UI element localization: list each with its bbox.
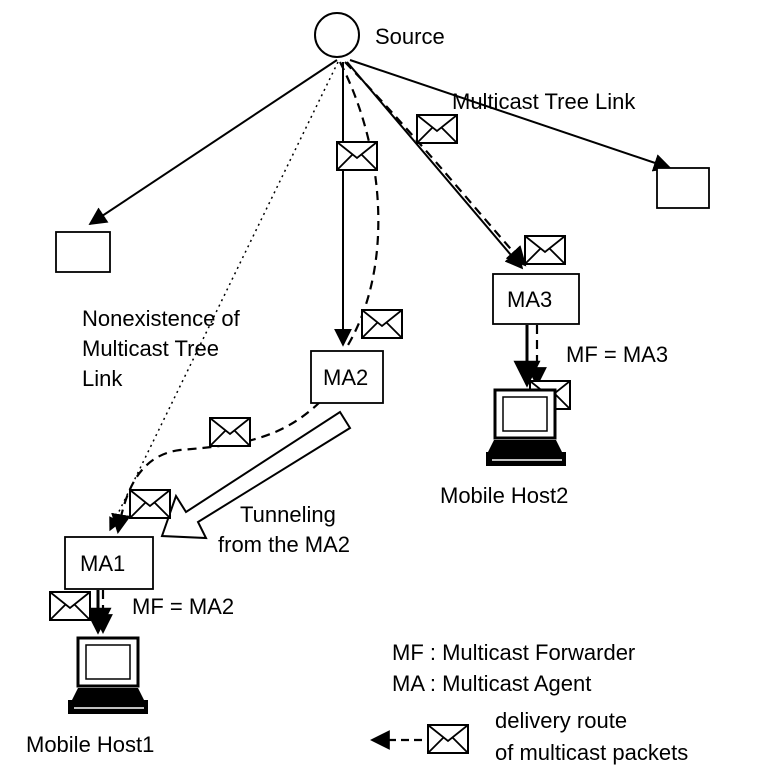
nonexistence-label-line1: Nonexistence of	[82, 306, 241, 331]
mf-ma3-label: MF = MA3	[566, 342, 668, 367]
nonexistence-label-line3: Link	[82, 366, 123, 391]
packet-envelope	[361, 309, 403, 339]
legend-route-line1: delivery route	[495, 708, 627, 733]
mobile-host1-label: Mobile Host1	[26, 732, 154, 757]
legend-packet-envelope	[427, 724, 469, 754]
nonexistence-label-line2: Multicast Tree	[82, 336, 219, 361]
packet-envelope	[336, 141, 378, 171]
packet-envelope	[524, 235, 566, 265]
router-box-right	[656, 167, 710, 209]
tree-link-right	[349, 59, 672, 172]
ma3-node: MA3	[492, 273, 580, 325]
multicast-tree-link-label: Multicast Tree Link	[452, 89, 636, 114]
packet-envelope	[209, 417, 251, 447]
legend: MF : Multicast Forwarder MA : Multicast …	[370, 640, 688, 765]
legend-route-line2: of multicast packets	[495, 740, 688, 765]
mobile-host2-label: Mobile Host2	[440, 483, 568, 508]
legend-mf-definition: MF : Multicast Forwarder	[392, 640, 635, 665]
laptop-icon	[486, 388, 566, 466]
ma2-node: MA2	[310, 350, 384, 404]
ma2-label: MA2	[323, 365, 368, 390]
tree-link-left	[88, 59, 338, 225]
route-ma2-ma1	[111, 401, 321, 534]
ma1-node: MA1	[64, 536, 154, 590]
laptop-icon	[68, 636, 148, 714]
route-source-ma3	[344, 61, 527, 267]
tunneling-label-line1: Tunneling	[240, 502, 336, 527]
source-node	[314, 12, 360, 58]
legend-ma-definition: MA : Multicast Agent	[392, 671, 591, 696]
ma1-label: MA1	[80, 551, 125, 576]
route-source-ma2	[339, 61, 380, 351]
packet-envelope	[416, 114, 458, 144]
router-box-left	[55, 231, 111, 273]
nonexistent-tree-link	[109, 61, 339, 532]
source-label: Source	[375, 24, 445, 49]
tunneling-label-line2: from the MA2	[218, 532, 350, 557]
packet-envelope	[49, 591, 91, 621]
ma3-label: MA3	[507, 287, 552, 312]
packet-envelope	[129, 489, 171, 519]
mf-ma2-label: MF = MA2	[132, 594, 234, 619]
tunnel-arrow	[160, 410, 352, 540]
